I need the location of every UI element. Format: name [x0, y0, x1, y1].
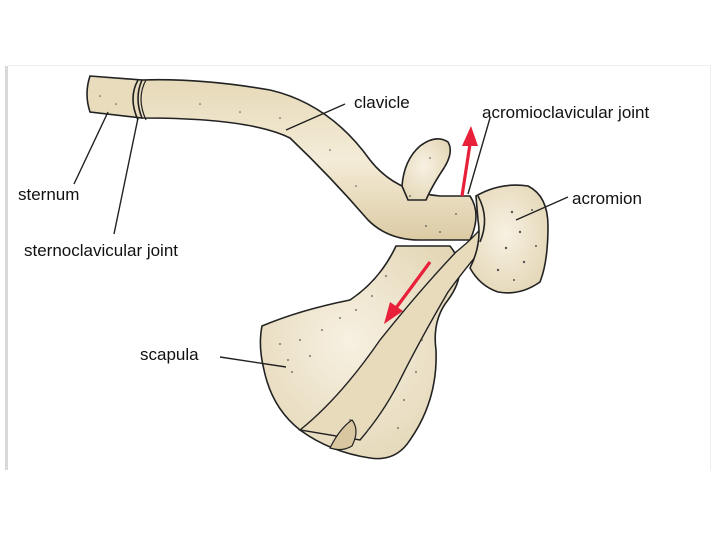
- leader-sternum: [74, 112, 108, 184]
- label-scapula: scapula: [140, 346, 199, 363]
- label-sternum: sternum: [18, 186, 79, 203]
- leader-sternoclavicular-joint: [114, 118, 138, 234]
- coracoid-process: [402, 139, 450, 200]
- label-acromion: acromion: [572, 190, 642, 207]
- label-clavicle: clavicle: [354, 94, 410, 111]
- label-acromioclavicular-joint: acromioclavicular joint: [482, 104, 649, 121]
- label-sternoclavicular-joint: sternoclavicular joint: [24, 242, 178, 259]
